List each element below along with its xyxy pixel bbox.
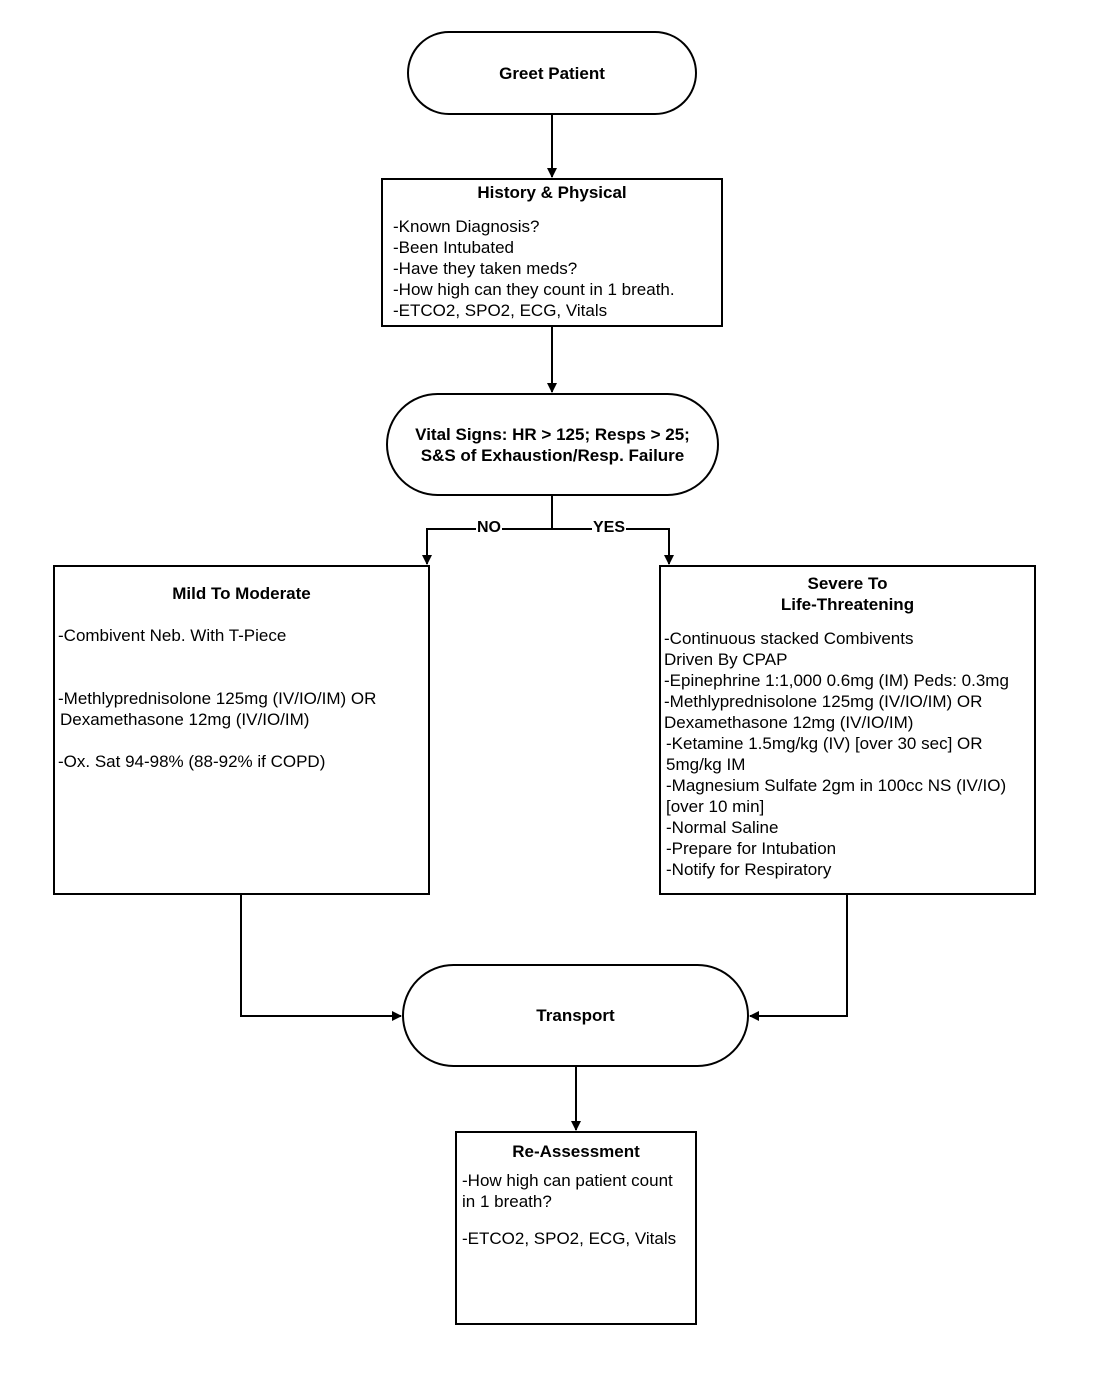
arrow-vitals-no-to-mild — [422, 528, 552, 565]
severe-item: 5mg/kg IM — [666, 755, 746, 774]
mild-item: -Combivent Neb. With T-Piece — [58, 626, 287, 645]
mild-item: -Ox. Sat 94-98% (88-92% if COPD) — [58, 752, 326, 771]
severe-item: -Prepare for Intubation — [666, 839, 837, 858]
reassessment-item: in 1 breath? — [462, 1192, 552, 1211]
severe-item: -Magnesium Sulfate 2gm in 100cc NS (IV/I… — [666, 776, 1007, 795]
mild-item: Dexamethasone 12mg (IV/IO/IM) — [60, 710, 310, 729]
vital-signs-criteria-line: S&S of Exhaustion/Resp. Failure — [420, 445, 685, 465]
arrow-vitals-yes-to-severe — [552, 528, 674, 565]
history-item: -How high can they count in 1 breath. — [393, 280, 675, 299]
history-physical-box: History & Physical -Known Diagnosis? -Be… — [381, 178, 723, 327]
severe-item: -Ketamine 1.5mg/kg (IV) [over 30 sec] OR — [666, 734, 983, 753]
reassessment-item: -ETCO2, SPO2, ECG, Vitals — [462, 1229, 677, 1248]
severe-item: -Normal Saline — [666, 818, 779, 837]
history-item: -ETCO2, SPO2, ECG, Vitals — [393, 301, 608, 320]
mild-to-moderate-title: Mild To Moderate — [172, 584, 311, 603]
start-node-greet-patient: Greet Patient — [407, 31, 697, 115]
greet-patient-label: Greet Patient — [499, 63, 605, 83]
severe-title: Severe To Life-Threatening — [664, 573, 1031, 615]
severe-title-line: Severe To — [807, 574, 888, 593]
transport-label: Transport — [536, 1006, 615, 1025]
arrow-mild-to-transport — [240, 895, 402, 1021]
severe-item: -Epinephrine 1:1,000 0.6mg (IM) Peds: 0.… — [664, 671, 1009, 690]
severe-title-line: Life-Threatening — [780, 595, 915, 614]
history-physical-title: History & Physical — [477, 183, 627, 202]
arrow-severe-to-transport — [749, 895, 848, 1021]
reassessment-item: -How high can patient count — [462, 1171, 673, 1190]
severe-item: -Notify for Respiratory — [666, 860, 832, 879]
severe-life-threatening-box: Severe To Life-Threatening -Continuous s… — [659, 565, 1036, 895]
history-item: -Have they taken meds? — [393, 259, 578, 278]
decision-node-vital-signs: Vital Signs: HR > 125; Resps > 25; S&S o… — [386, 393, 719, 496]
severe-item: -Continuous stacked Combivents — [664, 629, 914, 648]
severe-item: Dexamethasone 12mg (IV/IO/IM) — [664, 713, 914, 732]
reassessment-title: Re-Assessment — [512, 1142, 640, 1161]
mild-to-moderate-box: Mild To Moderate -Combivent Neb. With T-… — [53, 565, 430, 895]
severe-item: [over 10 min] — [666, 797, 765, 816]
history-item: -Known Diagnosis? — [393, 217, 540, 236]
mild-item: -Methlyprednisolone 125mg (IV/IO/IM) OR — [58, 689, 377, 708]
branch-label-no: NO — [476, 519, 502, 537]
vital-signs-criteria-line: Vital Signs: HR > 125; Resps > 25; — [415, 424, 690, 444]
branch-label-yes: YES — [592, 519, 627, 537]
severe-item: Driven By CPAP — [664, 650, 788, 669]
reassessment-box: Re-Assessment -How high can patient coun… — [455, 1131, 697, 1325]
history-item: -Been Intubated — [393, 238, 514, 257]
transport-node: Transport — [402, 964, 749, 1067]
severe-item: -Methlyprednisolone 125mg (IV/IO/IM) OR — [664, 692, 983, 711]
